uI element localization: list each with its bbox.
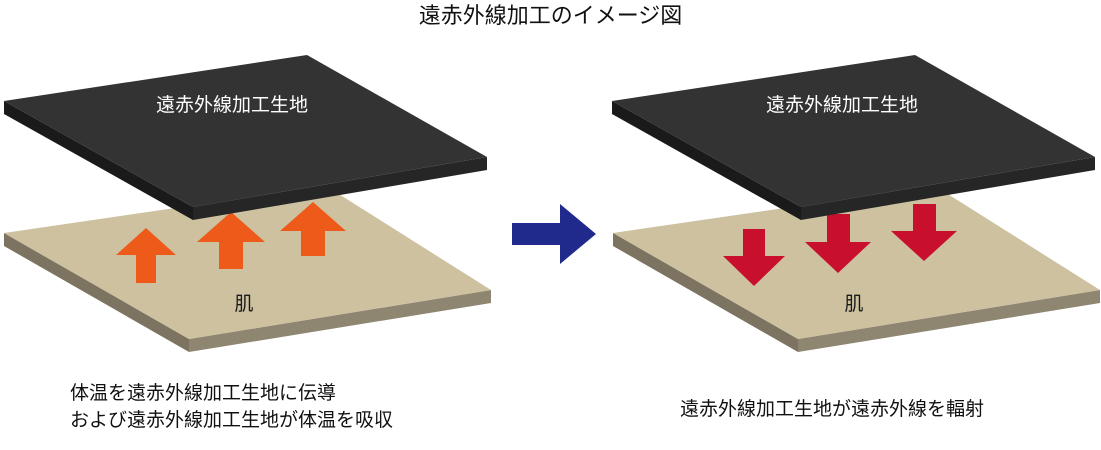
right-skin-label: 肌: [844, 293, 863, 315]
left-fabric-label: 遠赤外線加工生地: [156, 94, 308, 116]
right-skin-front-side: [798, 290, 1100, 352]
right-fabric-front-side: [801, 157, 1095, 220]
right-fabric-label: 遠赤外線加工生地: [766, 94, 918, 116]
left-caption-line-1: 体温を遠赤外線加工生地に伝導: [70, 382, 337, 404]
right-skin-top: [613, 186, 1100, 339]
arrow-up-icon: [116, 228, 176, 283]
right-fabric-left-side: [612, 101, 801, 220]
right-fabric-plate: [612, 55, 1095, 220]
left-fabric-left-side: [4, 101, 193, 220]
right-skin-plate: [613, 186, 1100, 352]
right-down-arrows: [723, 204, 957, 286]
arrow-up-icon: [280, 202, 346, 256]
right-caption: 遠赤外線加工生地が遠赤外線を輻射: [680, 398, 985, 420]
left-panel: 遠赤外線加工生地 肌: [4, 55, 491, 352]
left-up-arrows: [116, 202, 346, 283]
arrow-down-icon: [723, 229, 785, 286]
left-caption-line-2: および遠赤外線加工生地が体温を吸収: [70, 409, 394, 431]
left-caption: 体温を遠赤外線加工生地に伝導 および遠赤外線加工生地が体温を吸収: [70, 380, 393, 434]
arrow-down-icon: [891, 204, 957, 261]
left-skin-top: [4, 186, 491, 339]
left-skin-plate: [4, 186, 491, 352]
left-skin-front-side: [189, 290, 491, 352]
left-fabric-front-side: [193, 157, 487, 220]
arrow-up-icon: [197, 212, 265, 269]
left-fabric-top: [4, 55, 487, 207]
arrow-right-icon: [512, 204, 596, 264]
left-fabric-plate: [4, 55, 487, 220]
right-fabric-top: [612, 55, 1095, 207]
left-skin-label: 肌: [234, 293, 253, 315]
diagram-title: 遠赤外線加工のイメージ図: [418, 4, 683, 29]
right-panel: 遠赤外線加工生地 肌: [612, 55, 1100, 352]
left-skin-left-side: [4, 233, 189, 352]
right-skin-left-side: [613, 233, 798, 352]
arrow-down-icon: [805, 214, 871, 273]
